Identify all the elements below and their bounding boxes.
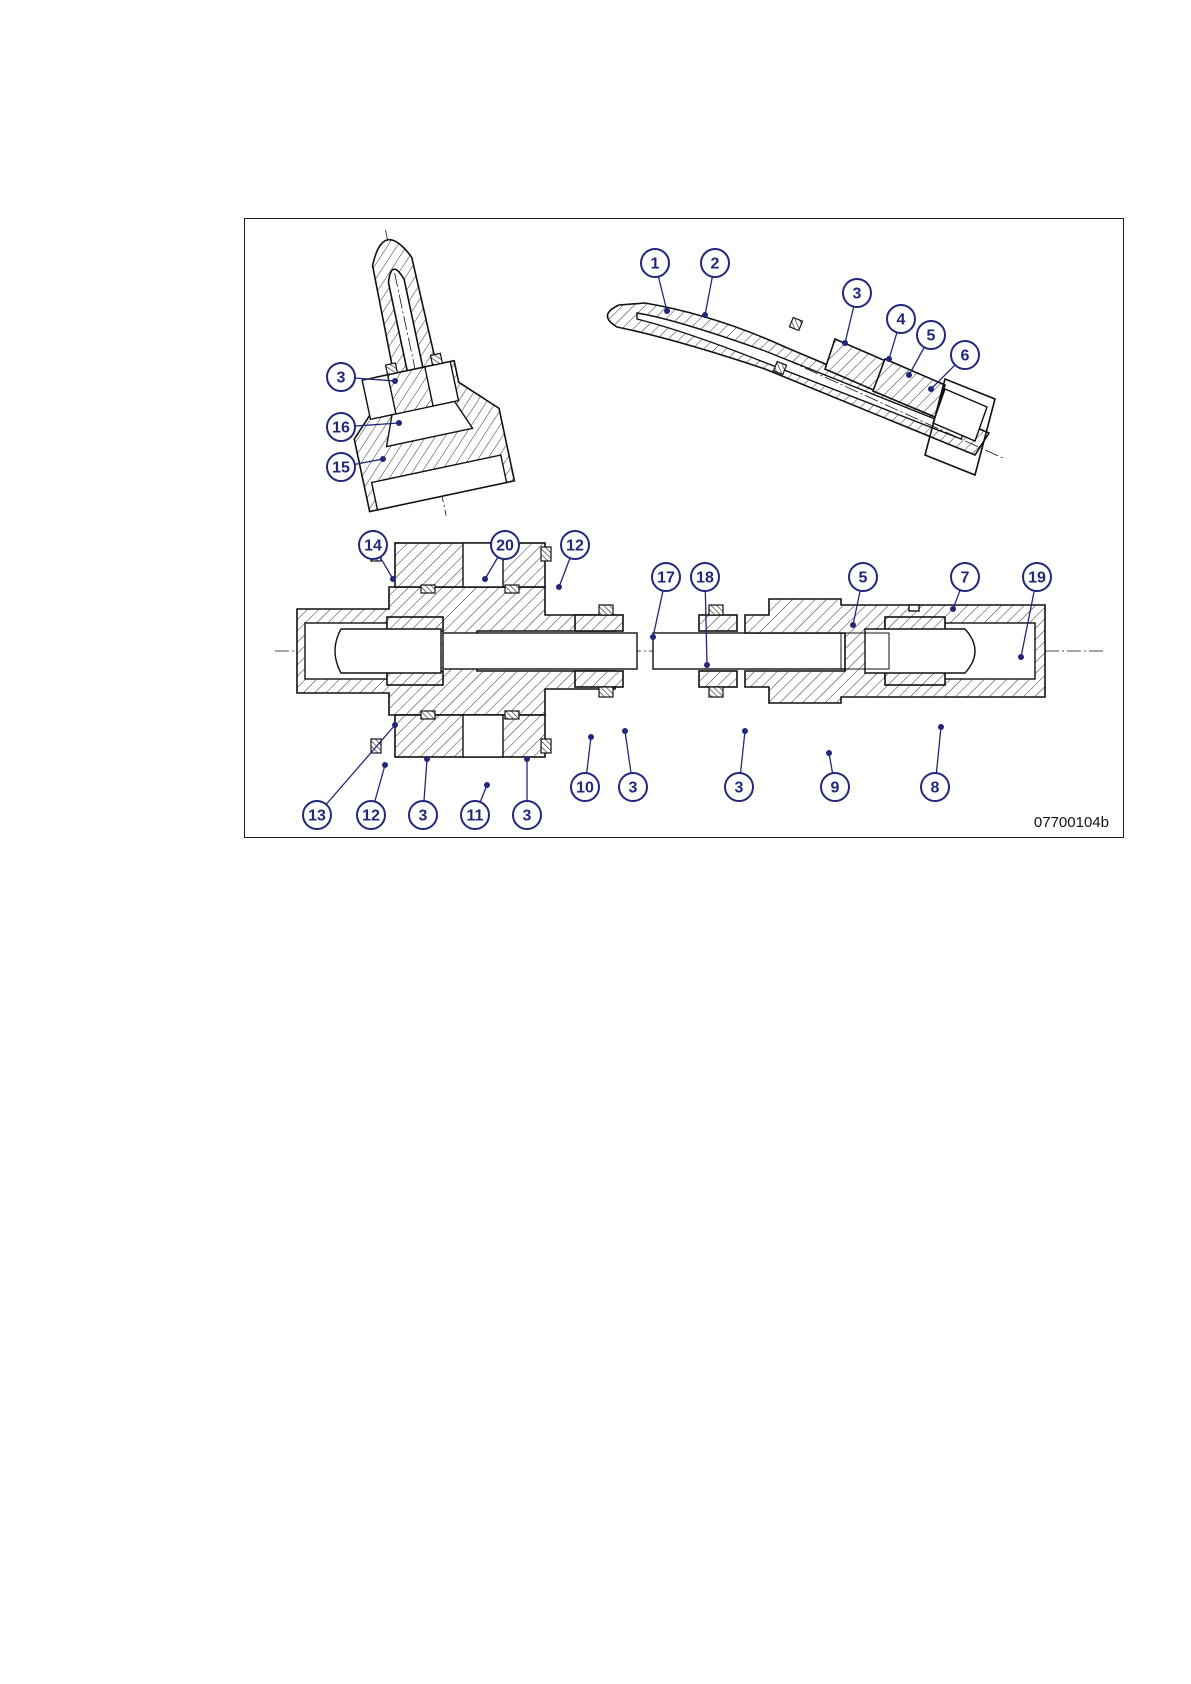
- leader-dot: [390, 576, 396, 582]
- callout-label: 16: [332, 420, 350, 437]
- callout-label: 9: [831, 780, 840, 797]
- leader-dot: [556, 584, 562, 590]
- leader-dot: [482, 576, 488, 582]
- callout-label: 11: [467, 808, 484, 825]
- callout-c8: 8: [921, 724, 949, 801]
- callout-label: 10: [576, 780, 594, 797]
- callout-c3f: 3: [725, 728, 753, 801]
- callout-label: 17: [657, 570, 675, 587]
- callout-label: 12: [566, 538, 584, 555]
- callout-label: 8: [931, 780, 940, 797]
- callout-label: 3: [419, 808, 428, 825]
- callout-label: 6: [961, 348, 970, 365]
- callout-label: 3: [523, 808, 532, 825]
- callout-c4: 4: [886, 305, 915, 362]
- leader-dot: [826, 750, 832, 756]
- bent-tube-view: [607, 303, 1005, 475]
- callout-c17: 17: [650, 563, 680, 640]
- callout-label: 20: [496, 538, 514, 555]
- leader-dot: [392, 722, 398, 728]
- callout-label: 15: [332, 460, 350, 477]
- callout-label: 5: [927, 328, 936, 345]
- callout-c11: 11: [461, 782, 490, 829]
- callout-label: 19: [1028, 570, 1046, 587]
- leader-dot: [382, 762, 388, 768]
- callout-c9: 9: [821, 750, 849, 801]
- callout-label: 12: [362, 808, 380, 825]
- leader-dot: [424, 756, 430, 762]
- callout-label: 3: [337, 370, 346, 387]
- callout-label: 4: [897, 312, 906, 329]
- callout-label: 14: [364, 538, 382, 555]
- straight-connection-view: [275, 543, 1105, 757]
- leader-dot: [396, 420, 402, 426]
- callout-label: 3: [629, 780, 638, 797]
- leader-dot: [742, 728, 748, 734]
- callout-label: 3: [735, 780, 744, 797]
- leader-dot: [704, 662, 710, 668]
- callout-label: 5: [859, 570, 868, 587]
- callout-c12b: 12: [357, 762, 388, 829]
- callout-label: 13: [308, 808, 326, 825]
- leader-dot: [664, 308, 670, 314]
- callout-label: 3: [853, 286, 862, 303]
- callout-c3a: 3: [842, 279, 871, 346]
- callout-label: 7: [961, 570, 970, 587]
- callout-c2: 2: [701, 249, 729, 318]
- callout-label: 1: [651, 256, 660, 273]
- callout-c3d: 3: [513, 756, 541, 829]
- leader-dot: [906, 372, 912, 378]
- leader-dot: [380, 456, 386, 462]
- leader-dot: [850, 622, 856, 628]
- leader-dot: [886, 356, 892, 362]
- leader-dot: [702, 312, 708, 318]
- callout-c5a: 5: [906, 321, 945, 378]
- leader-dot: [842, 340, 848, 346]
- callout-c3c: 3: [409, 756, 437, 829]
- callout-label: 2: [711, 256, 720, 273]
- leader-dot: [524, 756, 530, 762]
- callout-c14: 14: [359, 531, 396, 582]
- callout-c3e: 3: [619, 728, 647, 801]
- callout-label: 18: [696, 570, 714, 587]
- leader-dot: [1018, 654, 1024, 660]
- leader-dot: [588, 734, 594, 740]
- leader-dot: [950, 606, 956, 612]
- leader-dot: [392, 378, 398, 384]
- callout-c10: 10: [571, 734, 599, 801]
- leader-dot: [484, 782, 490, 788]
- leader-dot: [650, 634, 656, 640]
- leader-dot: [928, 386, 934, 392]
- leader-dot: [938, 724, 944, 730]
- callout-c12a: 12: [556, 531, 589, 590]
- leader-dot: [622, 728, 628, 734]
- figure-code: 07700104b: [1034, 814, 1109, 831]
